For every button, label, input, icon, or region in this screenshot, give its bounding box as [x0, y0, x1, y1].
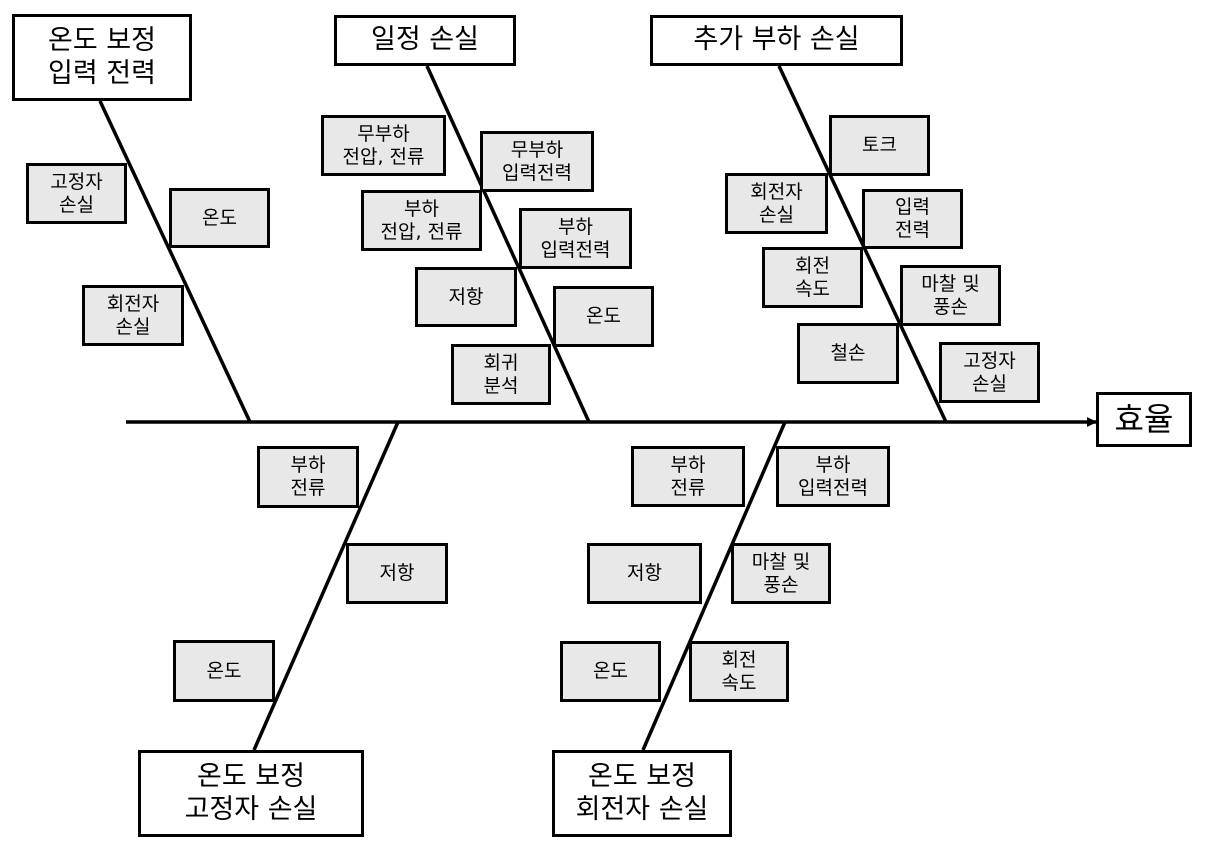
cause-iron-loss: 철손	[797, 323, 899, 384]
effect-box: 효율	[1096, 392, 1192, 447]
cause-resistance: 저항	[587, 543, 702, 604]
cause-load-voltage-current: 부하 전압, 전류	[361, 190, 482, 251]
bone-top-mid	[425, 65, 591, 423]
cause-regression-analysis: 회귀 분석	[451, 344, 551, 405]
cause-load-current: 부하 전류	[257, 446, 359, 508]
category-box-top-left: 온도 보정 입력 전력	[12, 14, 192, 101]
cause-rotation-speed: 회전 속도	[689, 641, 789, 702]
cause-resistance: 저항	[415, 267, 517, 327]
cause-load-input-power: 부하 입력전력	[519, 208, 632, 269]
cause-rotation-speed: 회전 속도	[762, 247, 863, 308]
cause-resistance: 저항	[346, 543, 448, 604]
cause-rotor-loss: 회전자 손실	[725, 173, 828, 234]
bone-top-left	[98, 100, 252, 423]
cause-temperature: 온도	[169, 188, 270, 248]
cause-input-power: 입력 전력	[862, 189, 963, 249]
cause-load-input-power: 부하 입력전력	[776, 446, 890, 507]
cause-rotor-loss: 회전자 손실	[82, 285, 184, 346]
cause-friction-windage: 마찰 및 풍손	[731, 543, 831, 604]
cause-load-current: 부하 전류	[631, 446, 745, 507]
cause-noload-input-power: 무부하 입력전력	[480, 131, 594, 192]
category-box-top-mid: 일정 손실	[334, 15, 516, 66]
cause-temperature: 온도	[173, 640, 275, 702]
category-box-top-right: 추가 부하 손실	[650, 15, 903, 66]
cause-torque: 토크	[829, 115, 930, 176]
category-box-bottom-right: 온도 보정 회전자 손실	[552, 750, 732, 837]
cause-noload-voltage-current: 무부하 전압, 전류	[321, 115, 446, 176]
cause-friction-windage: 마찰 및 풍손	[900, 265, 1001, 326]
bone-bottom-right	[641, 421, 787, 751]
cause-temperature: 온도	[560, 641, 661, 702]
cause-stator-loss: 고정자 손실	[939, 342, 1040, 403]
category-box-bottom-left: 온도 보정 고정자 손실	[138, 750, 364, 837]
cause-stator-loss: 고정자 손실	[26, 163, 127, 224]
cause-temperature: 온도	[553, 286, 654, 347]
bone-bottom-left	[252, 421, 400, 751]
